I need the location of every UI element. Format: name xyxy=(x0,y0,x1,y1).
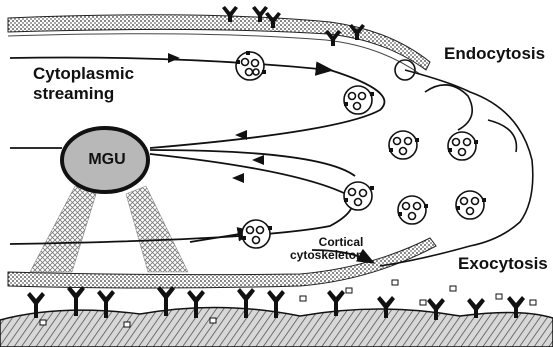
vesicle-membrane-curves xyxy=(380,60,533,266)
cytoplasmic-streaming-line2: streaming xyxy=(33,84,134,104)
vesicle xyxy=(448,132,476,160)
endocytosis-label: Endocytosis xyxy=(444,44,545,64)
vesicle xyxy=(242,220,270,248)
vesicle xyxy=(456,191,484,219)
vesicle xyxy=(398,196,426,224)
cytoskeleton-cone xyxy=(30,186,188,272)
mgu-label: MGU xyxy=(80,151,134,169)
cytoplasmic-streaming-line1: Cytoplasmic xyxy=(33,64,134,84)
cortical-line2: cytoskeleton xyxy=(290,249,363,262)
vesicle xyxy=(344,86,372,114)
vesicle xyxy=(389,131,417,159)
vesicle xyxy=(344,182,372,210)
exocytosis-label: Exocytosis xyxy=(458,254,548,274)
cortical-cytoskeleton-label: Cortical cytoskeleton xyxy=(290,236,363,262)
vesicle xyxy=(236,52,264,80)
cytoplasmic-streaming-label: Cytoplasmic streaming xyxy=(33,64,134,104)
